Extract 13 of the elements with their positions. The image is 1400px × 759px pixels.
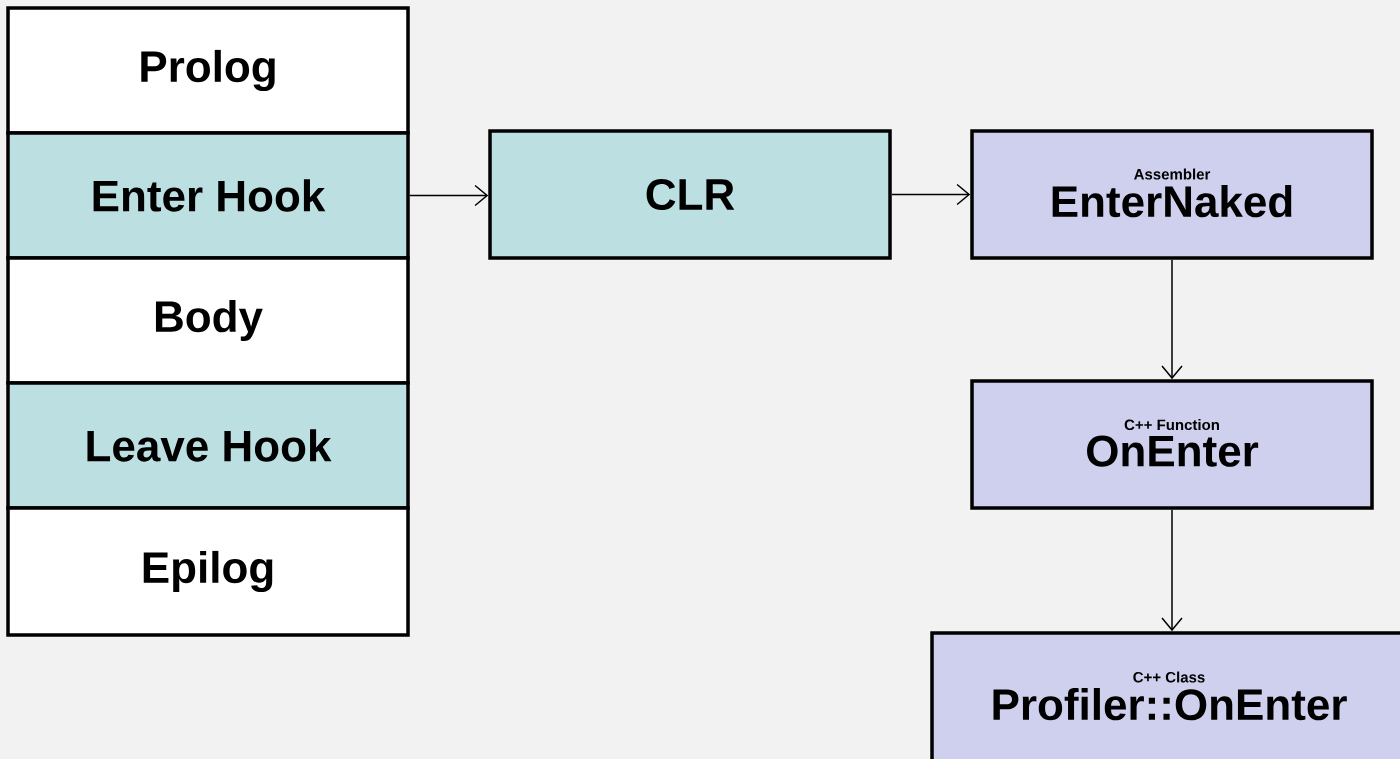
stack-row: Enter Hook xyxy=(6,131,410,260)
arrow xyxy=(891,183,971,206)
process-box: Assembler EnterNaked xyxy=(970,129,1374,260)
stack-row: Leave Hook xyxy=(6,381,410,510)
stack-row: Prolog xyxy=(6,6,410,135)
process-box: C++ Class Profiler::OnEnter xyxy=(930,631,1400,759)
stack-row: Body xyxy=(6,256,410,385)
arrow xyxy=(1161,259,1183,380)
arrow xyxy=(1161,509,1183,632)
process-box: C++ Function OnEnter xyxy=(970,379,1374,510)
process-box: CLR xyxy=(488,129,892,260)
arrow xyxy=(409,184,489,207)
stack-row: Epilog xyxy=(6,506,410,637)
